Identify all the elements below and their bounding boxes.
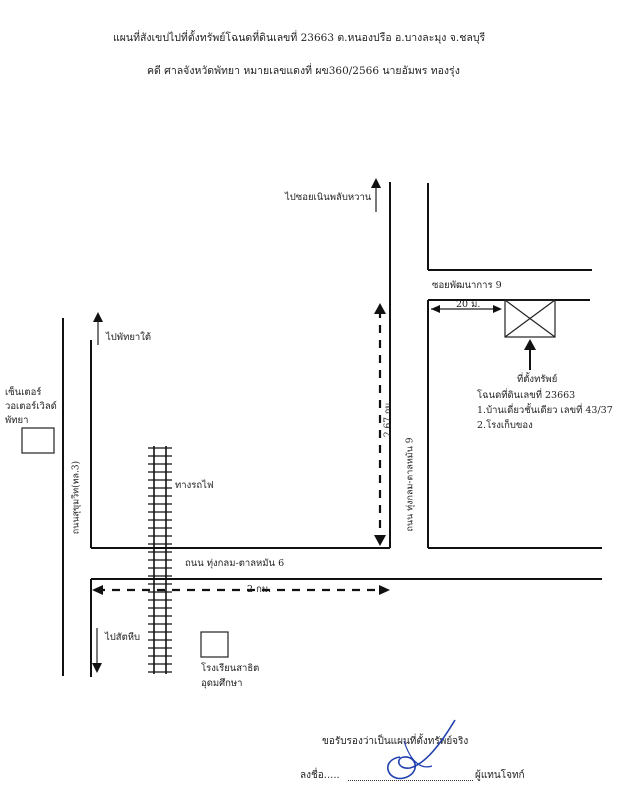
dist-2km-label: 2 กม. bbox=[247, 584, 272, 595]
deed-label: โฉนดที่ดินเลขที่ 23663 bbox=[477, 390, 576, 401]
to-pattaya-south-label: ไปพัทยาใต้ bbox=[106, 332, 152, 343]
railway-track bbox=[148, 446, 172, 674]
central-label-1: เซ็นเตอร์ bbox=[5, 387, 42, 398]
map-title-line1: แผนที่สังเขปไปที่ตั้งทรัพย์โฉนดที่ดินเลข… bbox=[113, 32, 486, 44]
railway-label: ทางรถไฟ bbox=[175, 480, 214, 491]
central-label-2: วอเตอร์เวิลด์ bbox=[5, 401, 57, 412]
road-9-label: ถนน ทุ่งกลม-ตาลหมัน 9 bbox=[405, 437, 416, 532]
map-title-line2: คดี ศาลจังหวัดพัทยา หมายเลขแดงที่ ผข360/… bbox=[147, 65, 460, 77]
signature-prefix: ลงชื่อ..... bbox=[300, 770, 340, 781]
central-label-3: พัทยา bbox=[5, 415, 29, 426]
to-soi-label: ไปซอยเนินพลับหวาน bbox=[285, 192, 372, 203]
property-cross-2 bbox=[504, 299, 556, 338]
property-pointer-arrowhead bbox=[524, 339, 536, 350]
school-label-2: อุดมศึกษา bbox=[201, 678, 243, 689]
item2-label: 2.โรงเก็บของ bbox=[477, 420, 533, 431]
property-label: ที่ตั้งทรัพย์ bbox=[517, 374, 558, 385]
school-box bbox=[200, 631, 229, 658]
signature-suffix: ผู้แทนโจทก์ bbox=[475, 770, 525, 781]
school-label-1: โรงเรียนสาธิต bbox=[201, 663, 260, 674]
soi-name-label: ซอยพัฒนาการ 9 bbox=[432, 280, 502, 291]
signature-dotted-line bbox=[348, 780, 473, 781]
dist-20m-label: 20 ม. bbox=[456, 299, 481, 310]
central-waterworld-box bbox=[21, 427, 55, 454]
to-sattahip-label: ไปสัตหีบ bbox=[105, 632, 141, 643]
certify-text: ขอรับรองว่าเป็นแผนที่ตั้งทรัพย์จริง bbox=[322, 736, 469, 747]
item1-label: 1.บ้านเดี่ยวชั้นเดียว เลขที่ 43/37 bbox=[477, 405, 613, 416]
dist-267km-label: 2.67 กม. bbox=[383, 399, 394, 438]
road-6-label: ถนน ทุ่งกลม-ตาลหมัน 6 bbox=[185, 558, 285, 569]
property-box bbox=[504, 299, 556, 338]
sukhumvit-label: ถนนสุขุมวิท(ทล.3) bbox=[71, 460, 82, 535]
